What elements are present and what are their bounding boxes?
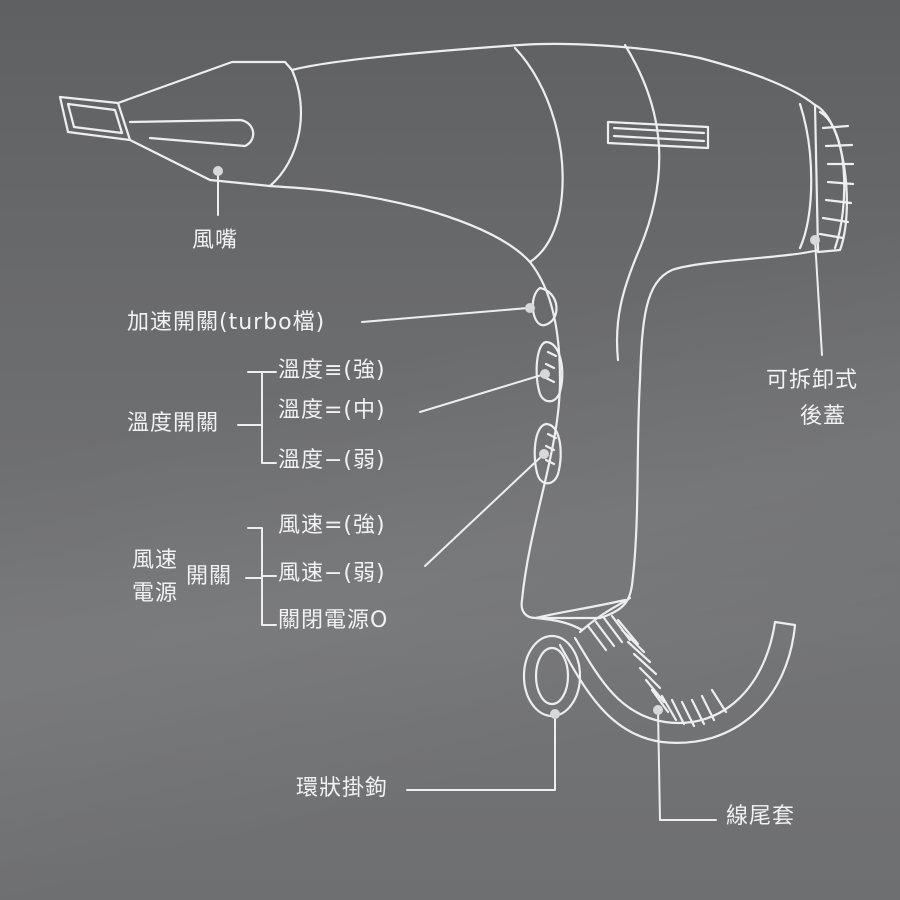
label-temp-high: 溫度≡(強) (278, 358, 386, 383)
label-power-off: 關閉電源O (278, 608, 389, 633)
rear-cover-outline (813, 103, 855, 254)
temperature-switch-outline (535, 340, 564, 403)
label-temp-mid: 溫度=(中) (278, 398, 386, 423)
dot-speed (539, 449, 549, 459)
callout-dots (213, 166, 820, 719)
nozzle-outline (58, 60, 294, 188)
label-speed-line1: 風速 (132, 548, 179, 573)
speed-switch-outline (533, 422, 562, 485)
label-temperature-switch: 溫度開關 (127, 411, 220, 436)
turbo-button-outline (531, 286, 558, 327)
label-rear-cover-line2: 後蓋 (800, 404, 847, 429)
handle-outline (520, 260, 642, 620)
label-cord-sleeve: 線尾套 (726, 804, 796, 829)
label-speed-switch: 開關 (186, 564, 233, 589)
dryer-body-outline (268, 42, 820, 382)
label-temp-low: 溫度−(弱) (278, 448, 386, 473)
leader-lines (217, 174, 823, 821)
dot-hanging-loop (550, 709, 560, 719)
dot-rear-cover (810, 235, 820, 245)
label-speed-low: 風速−(弱) (278, 561, 386, 586)
label-speed-line2: 電源 (132, 581, 179, 606)
dot-temperature (540, 369, 550, 379)
cord-sleeve-outline (558, 596, 797, 744)
label-speed-high: 風速=(強) (278, 513, 386, 538)
label-hanging-loop: 環狀掛鉤 (296, 776, 389, 801)
label-rear-cover-line1: 可拆卸式 (766, 368, 859, 393)
label-nozzle: 風嘴 (192, 228, 239, 253)
dot-turbo (525, 303, 535, 313)
label-turbo-switch: 加速開關(turbo檔) (127, 310, 326, 335)
dot-nozzle (213, 166, 223, 176)
dot-cord-sleeve (653, 705, 663, 715)
